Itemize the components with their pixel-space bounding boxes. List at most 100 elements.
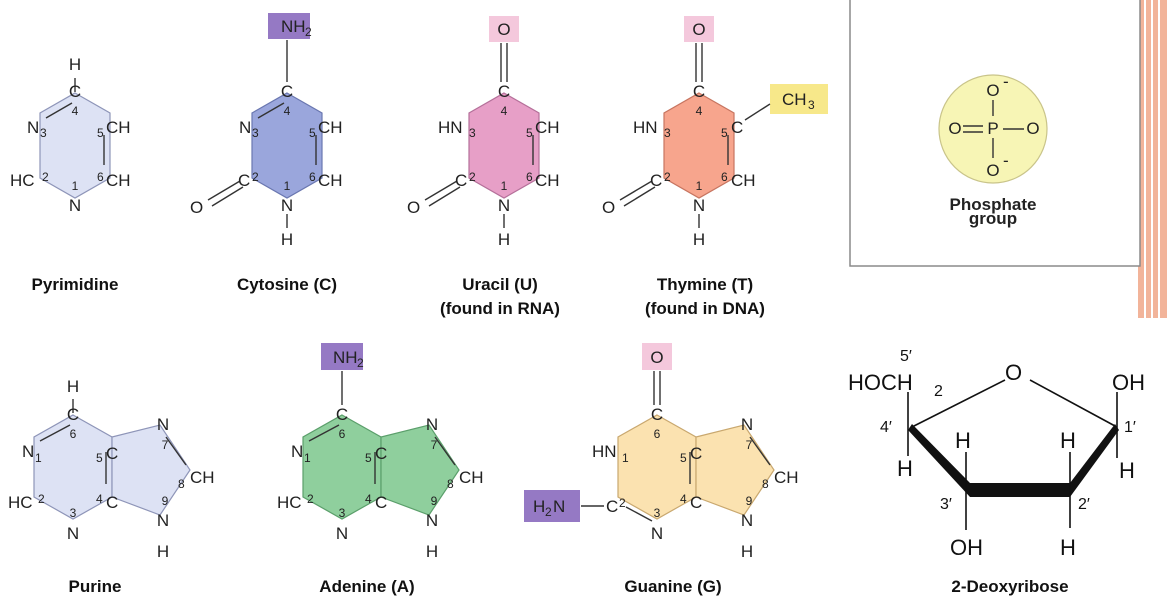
adenine-num8: 8 bbox=[447, 477, 454, 491]
thymine-c4: C bbox=[693, 82, 705, 101]
sugar-three-prime: 3′ bbox=[940, 496, 952, 513]
phosphate-top-charge: - bbox=[1003, 72, 1009, 91]
guanine-num5: 5 bbox=[680, 451, 687, 465]
pyrimidine-n3: N bbox=[27, 118, 39, 137]
purine-ch8: CH bbox=[190, 468, 215, 487]
phosphate-left-o: O bbox=[948, 119, 961, 138]
sugar-h-2-down: H bbox=[1060, 535, 1076, 560]
guanine-h2n-box bbox=[524, 490, 580, 522]
cytosine-label: Cytosine (C) bbox=[237, 275, 337, 294]
adenine-five-ring bbox=[380, 424, 460, 516]
adenine-nh2-sub: 2 bbox=[357, 356, 364, 370]
cytosine-structure: NH 2 C 4 N 3 5 CH C 2 6 CH O 1 N H Cytos… bbox=[190, 13, 343, 294]
pyrimidine-label: Pyrimidine bbox=[32, 275, 119, 294]
cytosine-h: H bbox=[281, 230, 293, 249]
pyrimidine-hc2: HC bbox=[10, 171, 35, 190]
sugar-two-prime: 2′ bbox=[1078, 496, 1090, 513]
thymine-n1: N bbox=[693, 196, 705, 215]
adenine-num1: 1 bbox=[304, 451, 311, 465]
cytosine-c4: C bbox=[281, 82, 293, 101]
uracil-note: (found in RNA) bbox=[440, 299, 560, 318]
guanine-num1: 1 bbox=[622, 451, 629, 465]
adenine-n1: N bbox=[291, 442, 303, 461]
cytosine-ring bbox=[251, 92, 323, 199]
guanine-h2n-sub: 2 bbox=[545, 505, 552, 519]
sugar-oh-1: OH bbox=[1112, 370, 1145, 395]
cytosine-num2: 2 bbox=[252, 170, 259, 184]
cytosine-c2: C bbox=[238, 171, 250, 190]
sugar-hoch: HOCH bbox=[848, 370, 913, 395]
uracil-n1: N bbox=[498, 196, 510, 215]
guanine-c5: C bbox=[690, 444, 702, 463]
adenine-ch8: CH bbox=[459, 468, 484, 487]
pyrimidine-num2: 2 bbox=[42, 170, 49, 184]
pyrimidine-ring bbox=[39, 92, 111, 199]
purine-num5: 5 bbox=[96, 451, 103, 465]
sugar-five-prime: 5′ bbox=[900, 348, 912, 365]
deoxyribose-structure: 5′ HOCH 2 O OH 4′ 1′ H H H H 3′ 2′ OH H … bbox=[848, 348, 1145, 596]
adenine-num4: 4 bbox=[365, 492, 372, 506]
phosphate-panel: P O - O - O O Phosphate group bbox=[849, 0, 1141, 267]
guanine-num8: 8 bbox=[762, 477, 769, 491]
sugar-oh-3: OH bbox=[950, 535, 983, 560]
thymine-label: Thymine (T) bbox=[657, 275, 753, 294]
guanine-five-ring bbox=[695, 424, 775, 516]
uracil-o: O bbox=[407, 198, 420, 217]
purine-num4: 4 bbox=[96, 492, 103, 506]
purine-n9: N bbox=[157, 511, 169, 530]
uracil-structure: O C 4 HN 3 5 CH C 2 6 CH O 1 N H Uracil … bbox=[407, 16, 560, 318]
uracil-label: Uracil (U) bbox=[462, 275, 538, 294]
adenine-n3: N bbox=[336, 524, 348, 543]
adenine-h: H bbox=[426, 542, 438, 561]
cytosine-ch5: CH bbox=[318, 118, 343, 137]
thymine-num5: 5 bbox=[721, 126, 728, 140]
uracil-num4: 4 bbox=[501, 104, 508, 118]
uracil-ch6: CH bbox=[535, 171, 560, 190]
cytosine-nh2: NH bbox=[281, 17, 306, 36]
decorative-stripes bbox=[1138, 0, 1167, 318]
adenine-nh2: NH bbox=[333, 348, 358, 367]
uracil-hn3: HN bbox=[438, 118, 463, 137]
guanine-n3: N bbox=[651, 524, 663, 543]
purine-n1: N bbox=[22, 442, 34, 461]
uracil-num5: 5 bbox=[526, 126, 533, 140]
thymine-structure: O CH 3 C 4 HN 3 5 C C 2 6 CH O 1 N H Thy… bbox=[602, 16, 828, 318]
adenine-n9: N bbox=[426, 511, 438, 530]
pyrimidine-num6: 6 bbox=[97, 170, 104, 184]
purine-c6: C bbox=[67, 405, 79, 424]
thymine-note: (found in DNA) bbox=[645, 299, 765, 318]
uracil-h: H bbox=[498, 230, 510, 249]
guanine-h2n-n: N bbox=[553, 497, 565, 516]
thymine-num3: 3 bbox=[664, 126, 671, 140]
cytosine-num1: 1 bbox=[284, 179, 291, 193]
cytosine-num4: 4 bbox=[284, 104, 291, 118]
pyrimidine-num4: 4 bbox=[72, 104, 79, 118]
guanine-h2n-h: H bbox=[533, 497, 545, 516]
adenine-n7: N bbox=[426, 415, 438, 434]
adenine-num5: 5 bbox=[365, 451, 372, 465]
phosphate-label-line2: group bbox=[969, 209, 1017, 228]
pyrimidine-h: H bbox=[69, 55, 81, 74]
uracil-top-o: O bbox=[497, 20, 510, 39]
guanine-hn1: HN bbox=[592, 442, 617, 461]
sugar-h-3-up: H bbox=[955, 428, 971, 453]
adenine-num3: 3 bbox=[339, 506, 346, 520]
guanine-o-box bbox=[642, 343, 672, 370]
purine-h-bottom: H bbox=[157, 542, 169, 561]
thymine-ch6: CH bbox=[731, 171, 756, 190]
sugar-four-prime: 4′ bbox=[880, 419, 892, 436]
adenine-structure: NH 2 C 6 N 1 5 C HC 2 4 C 3 N N 7 8 CH 9… bbox=[277, 343, 484, 596]
guanine-num3: 3 bbox=[654, 506, 661, 520]
pyrimidine-num3: 3 bbox=[40, 126, 47, 140]
phosphate-p-atom: P bbox=[987, 119, 998, 138]
uracil-num6: 6 bbox=[526, 170, 533, 184]
uracil-num3: 3 bbox=[469, 126, 476, 140]
cytosine-num5: 5 bbox=[309, 126, 316, 140]
uracil-o-box bbox=[489, 16, 519, 42]
adenine-num6: 6 bbox=[339, 427, 346, 441]
uracil-c2: C bbox=[455, 171, 467, 190]
thymine-num6: 6 bbox=[721, 170, 728, 184]
pyrimidine-ch5: CH bbox=[106, 118, 131, 137]
pyrimidine-num5: 5 bbox=[97, 126, 104, 140]
